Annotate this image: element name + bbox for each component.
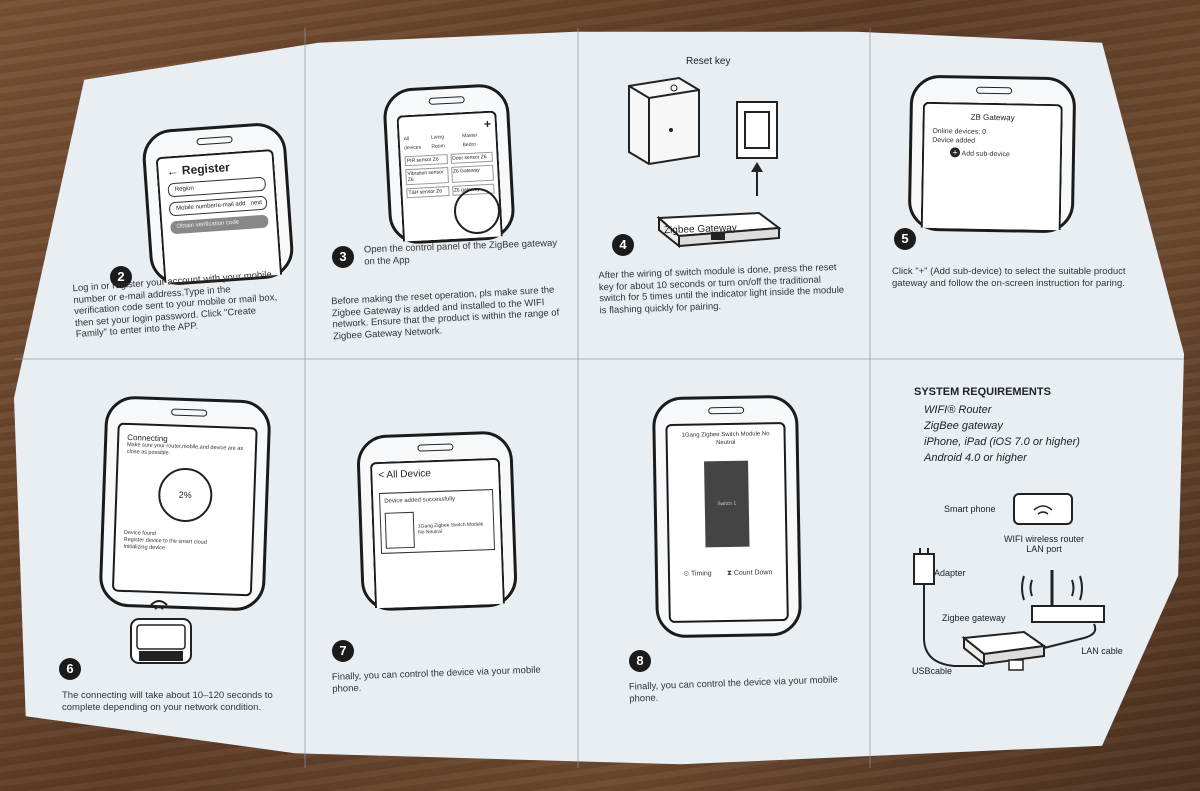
- zigbee-gateway-label: Zigbee gateway: [942, 613, 1006, 623]
- step-number: 5: [894, 228, 916, 250]
- step-number: 3: [332, 246, 354, 268]
- highlight-circle: [454, 188, 500, 234]
- connecting-subtitle: Make sure your router,mobile,and device …: [126, 441, 244, 457]
- add-sub-device-button: + Add sub-device: [949, 147, 1052, 160]
- phone-illustration: 1Gang Zigbee Switch Module No Neutral Sw…: [651, 394, 803, 639]
- reset-illustration: [628, 76, 782, 248]
- phone-illustration: ← Register Region Mobile number/e-mail a…: [140, 121, 296, 287]
- mobile-field: Mobile number/e-mail add next: [168, 195, 268, 217]
- countdown-button: ⧗ Count Down: [726, 569, 773, 578]
- device-added: Device added: [932, 136, 976, 145]
- fold-line: [577, 28, 579, 768]
- device-added-card: Device added successfully 1Gang Zigbee S…: [378, 489, 496, 554]
- switch-1-tile: Switch 1: [704, 460, 750, 548]
- adapter-label: Adapter: [934, 568, 966, 578]
- all-device-header: < All Device: [378, 468, 432, 482]
- region-field: Region: [167, 176, 267, 198]
- sysreq-title: SYSTEM REQUIREMENTS: [914, 386, 1051, 398]
- step-number: 2: [110, 266, 132, 288]
- device-name: 1Gang Zigbee Switch Module No Neutral: [417, 520, 484, 536]
- step-number: 7: [332, 640, 354, 662]
- phone-illustration: < All Device Device added successfully 1…: [355, 430, 519, 612]
- phone-illustration: ZB Gateway Online devices: 0 Device adde…: [907, 74, 1077, 234]
- smart-phone-label: Smart phone: [944, 504, 996, 514]
- step-number: 4: [612, 234, 634, 256]
- network-diagram: [913, 493, 1105, 671]
- usb-cable-label: USBcable: [912, 666, 953, 676]
- router-label: WIFI wireless router LAN port: [1003, 534, 1084, 554]
- module-title: 1Gang Zigbee Switch Module No Neutral: [681, 431, 770, 447]
- instruction-sheet: ← Register Region Mobile number/e-mail a…: [14, 28, 1184, 768]
- sysreq-list: WIFI® Router ZigBee gateway iPhone, iPad…: [924, 404, 1080, 464]
- step-2-panel: ← Register Region Mobile number/e-mail a…: [94, 88, 296, 368]
- zb-gateway-title: ZB Gateway: [970, 112, 1015, 123]
- obtain-code-button: Obtain verification code: [170, 214, 269, 235]
- phone-illustration: Connecting Make sure your router,mobile,…: [98, 395, 272, 612]
- fold-line: [869, 28, 871, 768]
- step-number: 8: [629, 650, 651, 672]
- register-title: ← Register: [166, 160, 231, 179]
- fold-line: [14, 358, 1184, 360]
- timing-button: ⏲ Timing: [683, 570, 712, 578]
- step-5-text: Click "+" (Add sub-device) to select the…: [892, 266, 1126, 289]
- plus-icon: +: [949, 147, 961, 158]
- step-6-text: The connecting will take about 10–120 se…: [62, 690, 273, 713]
- device-thumbnail: [384, 511, 415, 549]
- fold-line: [304, 28, 306, 768]
- reset-key-label: Reset key: [686, 56, 731, 67]
- gateway-wifi-illustration: [130, 600, 192, 664]
- lan-cable-label: LAN cable: [1081, 646, 1123, 656]
- step-4-text: After the wiring of switch module is don…: [598, 261, 845, 316]
- step-number: 6: [59, 658, 81, 680]
- progress-ring: 2%: [157, 467, 214, 523]
